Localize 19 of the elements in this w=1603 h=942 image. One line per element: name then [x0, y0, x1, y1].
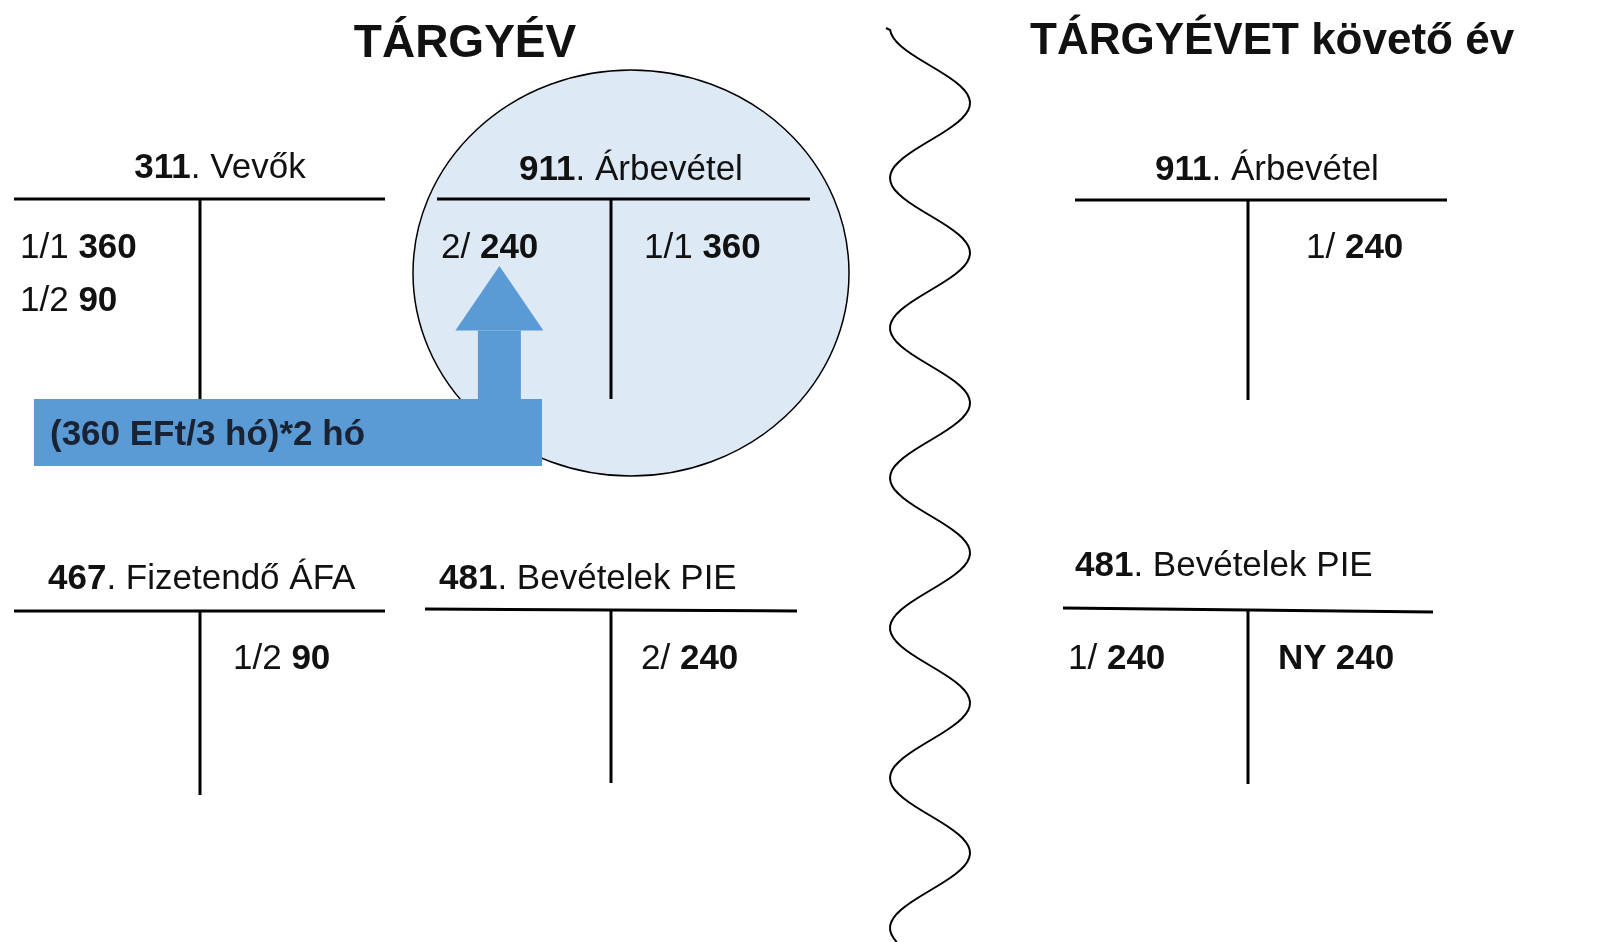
ledger-entry: 1/2 90 — [20, 279, 118, 319]
arrow — [455, 266, 544, 399]
ledger-entry: 1/ 240 — [1306, 226, 1404, 266]
year-heading: TÁRGYÉV — [353, 14, 577, 68]
ledger-entry: 1/1 360 — [644, 226, 761, 266]
year-heading: TÁRGYÉVET követő év — [1030, 14, 1515, 64]
ledger-entry: 1/ 240 — [1068, 637, 1166, 677]
formula-banner: (360 EFt/3 hó)*2 hó — [34, 399, 542, 466]
account-title: 911. Árbevétel — [1155, 148, 1379, 188]
ledger-entry: NY 240 — [1278, 637, 1395, 677]
account-title: 481. Bevételek PIE — [1075, 544, 1373, 584]
account-title: 467. Fizetendő ÁFA — [48, 557, 356, 597]
account-title: 311. Vevők — [134, 146, 306, 186]
account-title: 481. Bevételek PIE — [439, 557, 737, 597]
ledger-entry: 1/1 360 — [20, 226, 137, 266]
account-title: 911. Árbevétel — [519, 148, 743, 188]
ledger-entry: 1/2 90 — [233, 637, 331, 677]
ledger-entry: 2/ 240 — [641, 637, 739, 677]
ledger-entry: 2/ 240 — [441, 226, 539, 266]
